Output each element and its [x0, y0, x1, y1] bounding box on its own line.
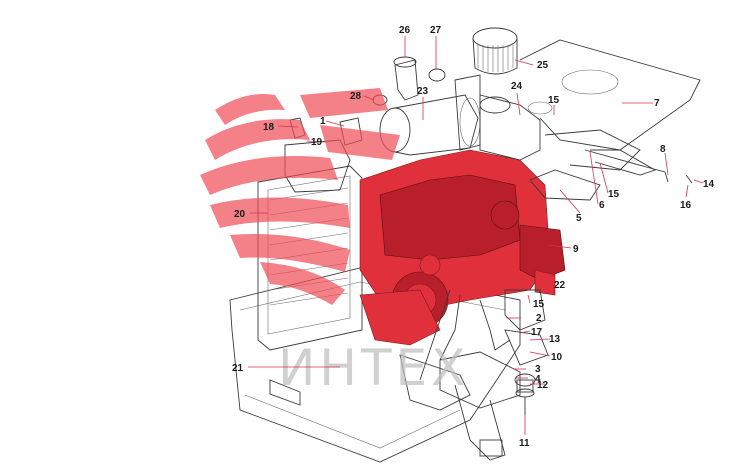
- callout-4: 4: [535, 374, 541, 385]
- fuel-line: [399, 289, 511, 411]
- callout-8: 8: [660, 144, 666, 155]
- callout-14: 14: [703, 179, 715, 190]
- air-filter: [454, 27, 541, 161]
- callout-12: 12: [537, 380, 549, 391]
- callout-9: 9: [573, 244, 579, 255]
- leader-lines: [248, 36, 704, 435]
- callout-25: 25: [537, 60, 549, 71]
- callout-17: 17: [531, 327, 543, 338]
- callout-6: 6: [599, 200, 605, 211]
- exhaust-pipe: [372, 56, 446, 106]
- callout-2: 2: [536, 313, 542, 324]
- callout-22: 22: [554, 280, 566, 291]
- callout-26: 26: [399, 25, 411, 36]
- callout-27: 27: [430, 25, 442, 36]
- callout-28: 28: [350, 91, 362, 102]
- callout-23: 23: [417, 86, 429, 97]
- watermark-text: ИНТЕХ: [278, 339, 469, 397]
- callout-10: 10: [551, 352, 563, 363]
- callout-20: 20: [234, 209, 246, 220]
- engine-mount: [504, 289, 549, 415]
- cover-plate: [519, 39, 701, 201]
- engine-block: [359, 149, 566, 346]
- callout-15-right: 15: [608, 189, 620, 200]
- callout-13: 13: [549, 334, 561, 345]
- rod: [584, 149, 693, 184]
- callout-1: 1: [320, 116, 326, 127]
- callout-5: 5: [576, 213, 582, 224]
- callout-24: 24: [511, 81, 523, 92]
- callout-7: 7: [654, 98, 660, 109]
- callout-21: 21: [232, 363, 244, 374]
- callout-16: 16: [680, 200, 692, 211]
- callout-3: 3: [535, 364, 541, 375]
- callout-18: 18: [263, 122, 275, 133]
- callout-15-top: 15: [548, 95, 560, 106]
- radiating-lines-logo: [200, 88, 400, 305]
- callout-15-bottom: 15: [533, 299, 545, 310]
- callout-11: 11: [519, 438, 530, 449]
- callout-19: 19: [311, 137, 323, 148]
- callout-labels: 1 2 3 4 5 6 7 8 9 10 11 12 13 14 15 15 1…: [232, 25, 715, 449]
